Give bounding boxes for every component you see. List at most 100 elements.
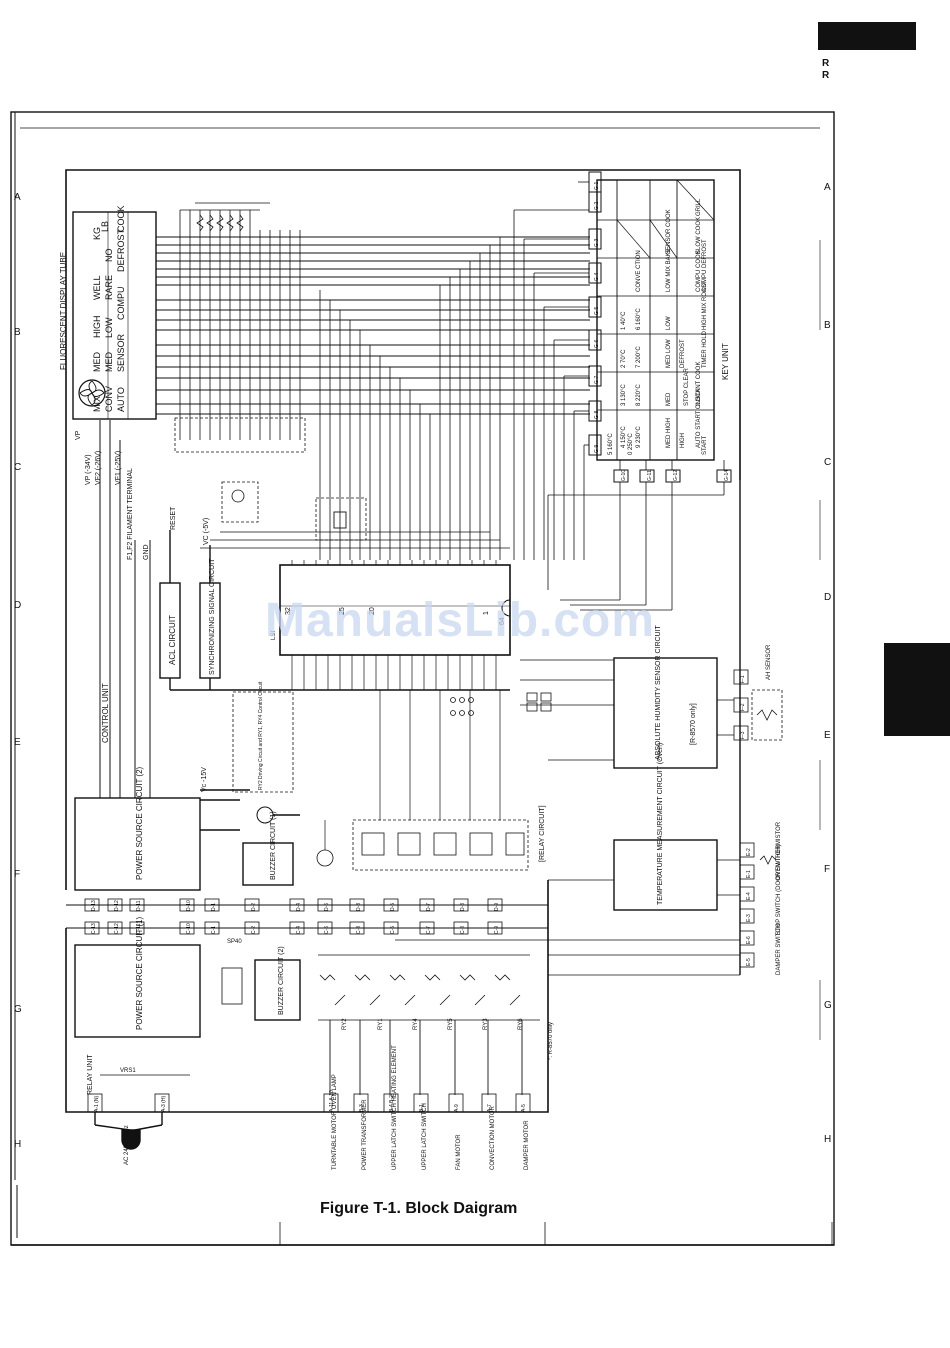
buzzer1-block	[242, 842, 294, 886]
svg-text:RY1: RY1	[378, 1018, 384, 1030]
svg-text:F-3: F-3	[740, 731, 746, 739]
svg-text:A-1 (N): A-1 (N)	[94, 1096, 100, 1112]
f-row-labels: F-1 F-2 F-3	[740, 675, 746, 739]
key-labels: GRILL SLOW COOK COMPU COOK SENSOR COOK C…	[608, 198, 708, 455]
svg-text:E-5: E-5	[746, 958, 752, 966]
svg-text:C-5: C-5	[390, 926, 396, 934]
buzzer1-label: BUZZER CIRCUIT (1)	[270, 811, 277, 880]
svg-text:20: 20	[369, 607, 376, 615]
svg-text:RY2: RY2	[342, 1018, 348, 1030]
chip-pin-numbers: 32 25 20 1 64	[285, 607, 506, 625]
svg-text:D-4: D-4	[296, 903, 302, 911]
buzzer2-block	[254, 959, 301, 1021]
svg-text:VP: VP	[75, 430, 82, 440]
svg-text:1 40°C: 1 40°C	[621, 311, 627, 330]
grid-letters-right: A B C D E F G H	[824, 182, 832, 1145]
svg-text:D-2: D-2	[251, 903, 257, 911]
svg-text:MIX: MIX	[92, 396, 102, 412]
row-letter-right: D	[824, 592, 831, 603]
svg-text:C-9: C-9	[494, 926, 500, 934]
svg-text:G-7: G-7	[594, 375, 600, 384]
e-row-labels: E-2 E-1 E-4 E-3 E-6 E-5	[746, 848, 752, 966]
svg-text:E-6: E-6	[746, 936, 752, 944]
svg-text:E-4: E-4	[746, 892, 752, 900]
svg-text:CONVECTION MOTOR: CONVECTION MOTOR	[490, 1105, 496, 1170]
svg-text:DEFROST: DEFROST	[116, 228, 126, 272]
svg-text:G-12: G-12	[673, 470, 679, 481]
svg-text:VF2 (-26V): VF2 (-26V)	[95, 451, 102, 485]
row-letter-right: B	[824, 320, 831, 331]
g-terminal-labels: G-1 G-2 G-3 G-4 G-5 G-6 G-7 G-8 G-9 G-10…	[594, 181, 730, 481]
svg-text:C-11: C-11	[136, 923, 142, 934]
svg-text:SLOW COOK: SLOW COOK	[696, 217, 702, 254]
svg-text:UPPER LATCH SWITCH: UPPER LATCH SWITCH	[422, 1103, 428, 1170]
svg-text:D-5: D-5	[390, 903, 396, 911]
row-letter-right: G	[824, 1000, 832, 1011]
svg-text:D-6: D-6	[324, 903, 330, 911]
sync-label: SYNCHRONIZING SIGNAL CIRCUIT	[209, 558, 216, 675]
svg-text:G-8: G-8	[594, 410, 600, 419]
psu2-block	[74, 797, 201, 891]
svg-text:G-4: G-4	[594, 272, 600, 281]
svg-text:HIGH MIX ROAST: HIGH MIX ROAST	[702, 280, 708, 330]
row-letter-right: H	[824, 1134, 831, 1145]
svg-text:D-13: D-13	[91, 900, 97, 911]
svg-text:C-3: C-3	[356, 926, 362, 934]
svg-text:COMPU DEFROST: COMPU DEFROST	[702, 239, 708, 292]
row-letter-right: F	[824, 864, 830, 875]
svg-text:G-11: G-11	[647, 470, 653, 481]
vc-label: VC (-5V)	[203, 518, 210, 545]
svg-text:COMPU COOK: COMPU COOK	[696, 250, 702, 292]
svg-text:TURNTABLE MOTOR OVEN LAMP: TURNTABLE MOTOR OVEN LAMP	[332, 1074, 338, 1170]
psu1-block	[74, 944, 201, 1038]
acl-label: ACL CIRCUIT	[168, 615, 177, 665]
svg-text:MED: MED	[666, 392, 672, 406]
svg-text:POWER TRANSFORMER: POWER TRANSFORMER	[362, 1099, 368, 1170]
row-letter-left: H	[14, 1139, 21, 1150]
temperature-block	[613, 839, 718, 911]
svg-text:RY5: RY5	[448, 1018, 454, 1030]
svg-text:CONV: CONV	[104, 386, 114, 412]
svg-text:C-10: C-10	[186, 923, 192, 934]
row-letter-left: A	[14, 192, 21, 203]
svg-text:32: 32	[285, 607, 292, 615]
svg-text:F1,F2 FILAMENT TERMINAL: F1,F2 FILAMENT TERMINAL	[127, 468, 134, 560]
svg-text:START: START	[702, 436, 708, 455]
watermark: ManualsLib.com	[265, 594, 656, 647]
d-row-labels: D-13 D-12 D-11 D-10 D-1 D-2 D-4 D-6 D-3 …	[91, 900, 500, 911]
svg-text:STOP CLEAR: STOP CLEAR	[684, 368, 690, 406]
side-code-2: R	[822, 70, 830, 81]
key-unit-frame	[596, 179, 715, 461]
ah-sensor-label: AH SENSOR	[766, 644, 772, 680]
svg-text:0 250°C: 0 250°C	[628, 433, 634, 455]
sp40-label: SP40	[227, 939, 242, 945]
psu1-label: POWER SOURCE CIRCUIT (1)	[135, 916, 144, 1030]
svg-text:8 220°C: 8 220°C	[636, 384, 642, 406]
svg-text:D-8: D-8	[460, 903, 466, 911]
svg-text:A-7: A-7	[487, 1104, 493, 1112]
svg-text:MED: MED	[92, 352, 102, 373]
svg-text:A-5: A-5	[521, 1104, 527, 1112]
svg-text:MED: MED	[104, 352, 114, 373]
row-letter-left: E	[14, 737, 21, 748]
svg-text:F-1: F-1	[740, 675, 746, 683]
svg-text:2 70°C: 2 70°C	[621, 349, 627, 368]
row-letter-right: E	[824, 730, 831, 741]
display-tube	[72, 211, 157, 420]
svg-text:LB: LB	[100, 221, 110, 232]
relay-unit-label: RELAY UNIT	[87, 1054, 94, 1095]
display-title: FLUORESCENT DISPLAY TUBE	[59, 252, 68, 370]
svg-text:C-4: C-4	[296, 926, 302, 934]
damper-switch-label: DAMPER SWITCH	[776, 924, 782, 975]
ac-label: AC 240V 50Hz	[124, 1125, 130, 1165]
chip-label: LSI	[271, 631, 277, 640]
svg-text:E-2: E-2	[746, 848, 752, 856]
drive-note: RY2 Driving Circuit and RY1, RY4 Control…	[258, 681, 264, 790]
svg-text:G-2: G-2	[594, 201, 600, 210]
svg-text:MED LOW: MED LOW	[666, 339, 672, 368]
svg-text:DAMPER MOTOR: DAMPER MOTOR	[524, 1120, 530, 1170]
row-letter-right: C	[824, 457, 831, 468]
svg-text:SENSOR: SENSOR	[116, 333, 126, 372]
svg-text:CONVE CTION: CONVE CTION	[636, 250, 642, 292]
